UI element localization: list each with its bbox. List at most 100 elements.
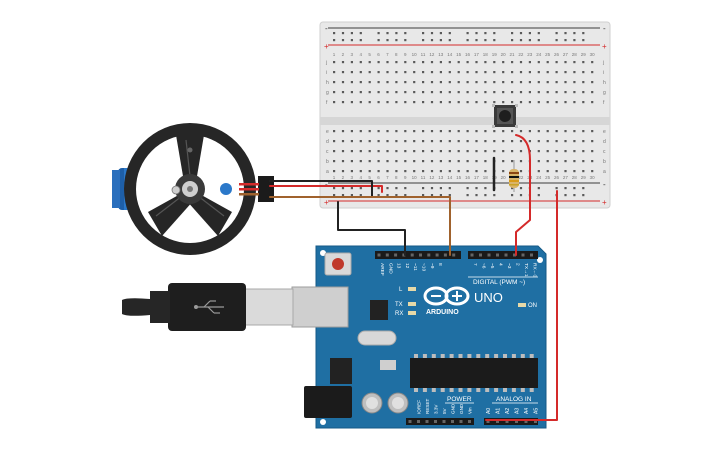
breadboard-hole	[404, 39, 407, 42]
usb-port	[291, 286, 349, 328]
breadboard-hole	[573, 91, 576, 94]
resistor-icon	[509, 160, 519, 192]
bottom-pin-hole	[486, 420, 490, 423]
led-on	[518, 303, 526, 307]
breadboard-column-number: 27	[563, 52, 569, 57]
rail-minus-bottom-right: -	[603, 180, 606, 189]
digital-pin-label: GND	[387, 263, 393, 274]
breadboard-hole	[430, 39, 434, 42]
breadboard-hole	[564, 61, 567, 64]
breadboard-hole	[386, 194, 389, 197]
breadboard-hole	[395, 150, 398, 153]
breadboard-hole	[368, 170, 371, 173]
digital-pin-hole	[470, 253, 474, 257]
breadboard-hole	[466, 130, 469, 133]
pushbutton-icon[interactable]	[492, 104, 518, 128]
breadboard-hole	[430, 194, 434, 197]
digital-header-right	[468, 251, 538, 259]
breadboard-column-number: 10	[412, 52, 418, 57]
breadboard-hole	[573, 150, 576, 153]
power-header	[406, 418, 474, 425]
breadboard-hole	[439, 32, 442, 35]
breadboard-hole	[386, 91, 389, 94]
breadboard-hole	[546, 170, 549, 173]
breadboard-hole	[466, 71, 469, 74]
breadboard-column-number: 16	[465, 175, 471, 180]
digital-pin-hole	[435, 253, 439, 257]
breadboard-row-letter: f	[326, 100, 328, 106]
digital-pin-label: ~5	[489, 263, 495, 269]
breadboard-hole	[555, 81, 558, 84]
breadboard-hole	[439, 61, 442, 64]
breadboard-hole	[591, 160, 594, 163]
breadboard-hole	[333, 140, 336, 143]
breadboard-hole	[484, 160, 487, 163]
breadboard-hole	[519, 71, 523, 74]
breadboard-hole	[502, 150, 505, 153]
breadboard-hole	[484, 81, 487, 84]
breadboard-hole	[475, 61, 478, 64]
power-pin-label: RESET	[425, 398, 430, 414]
breadboard-hole	[502, 170, 505, 173]
usb-cable-icon	[122, 283, 294, 331]
crystal	[357, 330, 397, 346]
breadboard-hole	[448, 140, 451, 143]
digital-pin-hole	[410, 253, 414, 257]
uno-label: UNO	[474, 290, 503, 305]
breadboard-hole	[537, 130, 540, 133]
breadboard-hole	[511, 150, 514, 153]
breadboard-hole	[564, 130, 567, 133]
breadboard-hole	[573, 81, 576, 84]
breadboard-hole	[386, 140, 389, 143]
breadboard-hole	[377, 187, 380, 190]
breadboard-hole	[582, 140, 585, 143]
breadboard-hole	[475, 101, 478, 104]
breadboard-hole	[537, 187, 540, 190]
breadboard-hole	[591, 170, 594, 173]
led-tx-label: TX	[395, 302, 403, 308]
breadboard-hole	[564, 170, 567, 173]
breadboard-hole	[413, 170, 416, 173]
led-l-label: L	[399, 287, 403, 293]
breadboard-hole	[466, 91, 469, 94]
breadboard-hole	[404, 32, 407, 35]
chip-pin	[485, 388, 490, 392]
breadboard-hole	[519, 160, 523, 163]
breadboard-column-number: 7	[386, 52, 389, 57]
breadboard-hole	[519, 81, 523, 84]
breadboard-column-number: 24	[536, 175, 542, 180]
breadboard-hole	[519, 150, 523, 153]
breadboard-hole	[359, 140, 362, 143]
breadboard-row-letter: h	[326, 80, 329, 86]
breadboard-column-number: 26	[554, 52, 560, 57]
breadboard-hole	[519, 91, 523, 94]
breadboard-column-number: 18	[483, 175, 489, 180]
breadboard-hole	[582, 81, 585, 84]
breadboard-column-number: 13	[438, 175, 444, 180]
breadboard-hole	[430, 91, 434, 94]
breadboard-hole	[448, 130, 451, 133]
breadboard-hole	[546, 140, 549, 143]
breadboard-row-letter: c	[326, 149, 329, 155]
chip-pin	[467, 354, 472, 358]
breadboard-hole	[555, 101, 558, 104]
breadboard-hole	[528, 61, 531, 64]
breadboard-hole	[528, 32, 531, 35]
breadboard-column-number: 17	[474, 52, 480, 57]
breadboard-hole	[591, 130, 594, 133]
breadboard-hole	[564, 194, 567, 197]
digital-pin-hole	[479, 253, 482, 257]
led-on-label: ON	[528, 303, 537, 309]
breadboard-hole	[457, 170, 460, 173]
breadboard-column-number: 11	[421, 52, 426, 57]
breadboard-hole	[457, 140, 460, 143]
breadboard-hole	[573, 61, 576, 64]
breadboard-hole	[493, 140, 496, 143]
breadboard-hole	[395, 71, 398, 74]
breadboard-hole	[413, 160, 416, 163]
chip-pin	[529, 354, 534, 358]
breadboard-hole	[333, 187, 336, 190]
breadboard-hole	[537, 71, 540, 74]
breadboard-column-number: 8	[395, 175, 398, 180]
